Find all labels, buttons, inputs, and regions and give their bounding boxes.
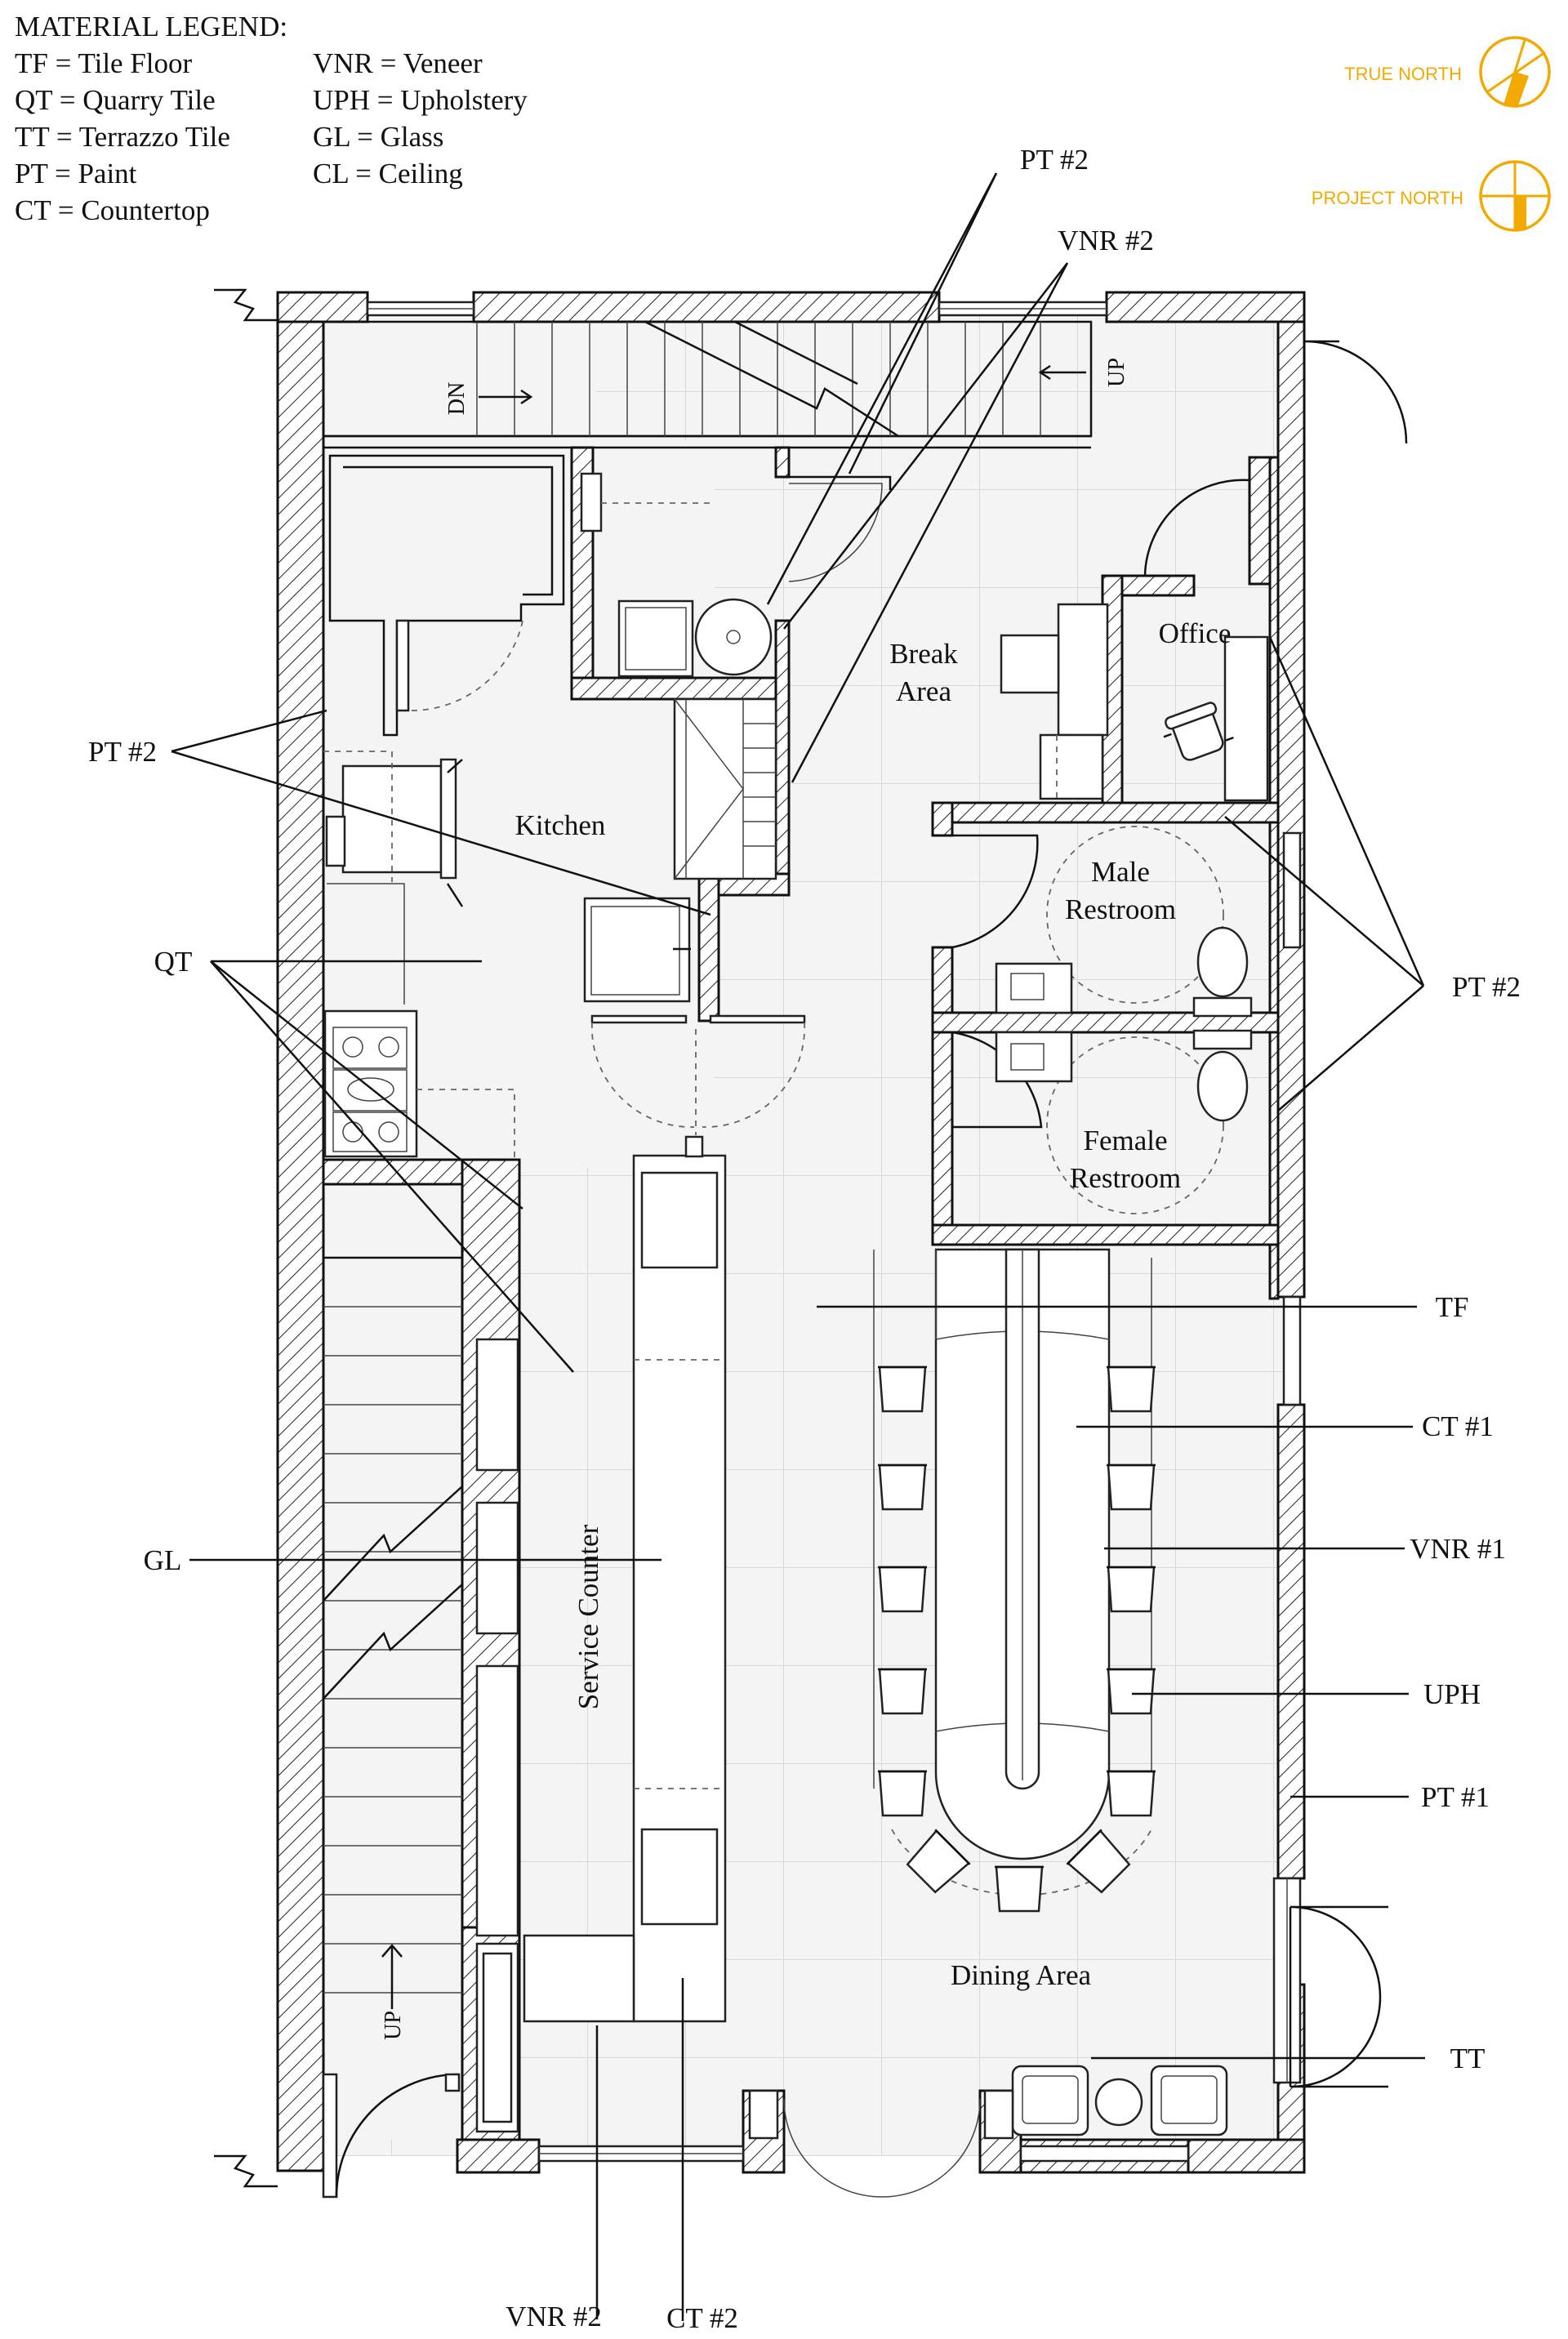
kitchen-label: Kitchen [515,809,606,841]
legend-item: UPH = Upholstery [313,84,528,116]
legend-item: PT = Paint [15,158,137,189]
callout-label: VNR #2 [506,2301,602,2332]
room-labels: Break Area Office Kitchen Male Restroom … [515,617,1232,1991]
kitchen-fixtures [323,751,806,1160]
stair-labels: DN UP UP [381,358,1129,2040]
restroom-fixtures [951,826,1253,1214]
true-north-label: TRUE NORTH [1344,64,1462,84]
callout-label: QT [154,946,193,978]
callout-leaders [171,172,1425,2321]
legend-title: MATERIAL LEGEND: [15,11,287,42]
dining-chairs [878,1366,1156,1913]
office-fixtures [1000,479,1269,802]
break-area-fixtures [580,472,892,880]
project-north-label: PROJECT NORTH [1312,188,1463,208]
chair-icon [878,1464,927,1511]
male-restroom-label: Restroom [1065,893,1176,925]
project-north-arrow-icon [1479,160,1551,232]
legend-item: VNR = Veneer [313,47,483,79]
callout-label: PT #2 [1020,144,1089,176]
top-staircase [322,320,1093,449]
callout-label: GL [144,1544,182,1576]
office-chair-icon [1163,702,1234,761]
chair-icon [878,1770,927,1817]
true-north-arrow-icon [1479,36,1551,108]
windows [366,301,1302,2163]
female-restroom-label: Female [1083,1125,1167,1156]
material-legend: MATERIAL LEGEND: TF = Tile Floor QT = Qu… [15,11,528,226]
callout-label: PT #2 [88,736,157,768]
true-north-indicator: TRUE NORTH [1344,36,1551,108]
communal-table [873,1248,1152,1896]
break-area-label: Area [896,675,951,707]
stair-up-label: UP [381,2011,406,2040]
callout-label: TT [1450,2043,1486,2074]
break-area-label: Break [889,638,958,670]
lounge-seating [1011,2065,1228,2136]
chair-icon [1107,1770,1156,1817]
chair-icon [995,1865,1044,1913]
callout-label: UPH [1423,1678,1481,1710]
callout-label: CT #1 [1422,1410,1494,1442]
stair-down-label: DN [444,382,470,415]
chair-icon [1107,1668,1156,1715]
chair-icon [878,1566,927,1613]
service-counter-label: Service Counter [572,1524,604,1709]
chair-icon [1107,1566,1156,1613]
chair-icon [1066,1829,1131,1894]
chair-icon [906,1829,971,1894]
office-label: Office [1159,617,1232,649]
chair-icon [878,1366,927,1413]
doors [748,340,1408,2198]
legend-item: GL = Glass [313,121,443,153]
walk-in-cooler [328,454,565,737]
chair-icon [1107,1464,1156,1511]
stair-up-label: UP [1104,358,1129,387]
legend-item: CL = Ceiling [313,158,463,189]
callout-label: PT #1 [1421,1781,1490,1813]
legend-item: TF = Tile Floor [15,47,193,79]
female-restroom-label: Restroom [1070,1162,1181,1194]
chair-icon [878,1668,927,1715]
legend-item: QT = Quarry Tile [15,84,216,116]
callout-label: PT #2 [1452,971,1521,1003]
callout-label: TF [1436,1291,1469,1323]
callout-label: VNR #1 [1410,1533,1506,1565]
legend-item: TT = Terrazzo Tile [15,121,230,153]
callout-label: CT #2 [666,2302,738,2334]
legend-item: CT = Countertop [15,194,210,226]
service-counter [523,1135,727,2023]
male-restroom-label: Male [1091,856,1150,888]
dining-area-label: Dining Area [951,1959,1092,1991]
exterior-walls [214,288,1306,2188]
callout-label: VNR #2 [1058,225,1154,256]
project-north-indicator: PROJECT NORTH [1312,160,1551,232]
chair-icon [1107,1366,1156,1413]
left-staircase [322,1256,519,2199]
material-callouts: PT #2 VNR #2 PT #2 QT PT #2 TF CT #1 GL … [88,144,1521,2334]
